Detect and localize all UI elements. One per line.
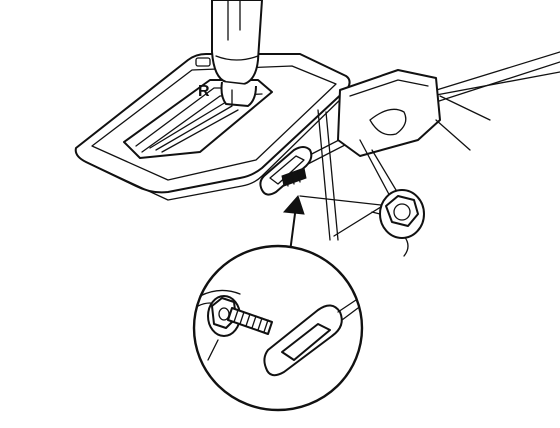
cable-end-bushing xyxy=(259,146,313,196)
flange-nut xyxy=(371,189,425,239)
zoom-detail-circle xyxy=(192,244,364,412)
shift-cable-bracket xyxy=(299,69,491,257)
zoom-arrow xyxy=(282,195,305,253)
shift-lever-knob xyxy=(211,0,263,107)
shift-console-panel: R xyxy=(74,53,351,201)
gear-indicator-label: R xyxy=(198,83,210,100)
bushing-bolt xyxy=(281,167,307,187)
